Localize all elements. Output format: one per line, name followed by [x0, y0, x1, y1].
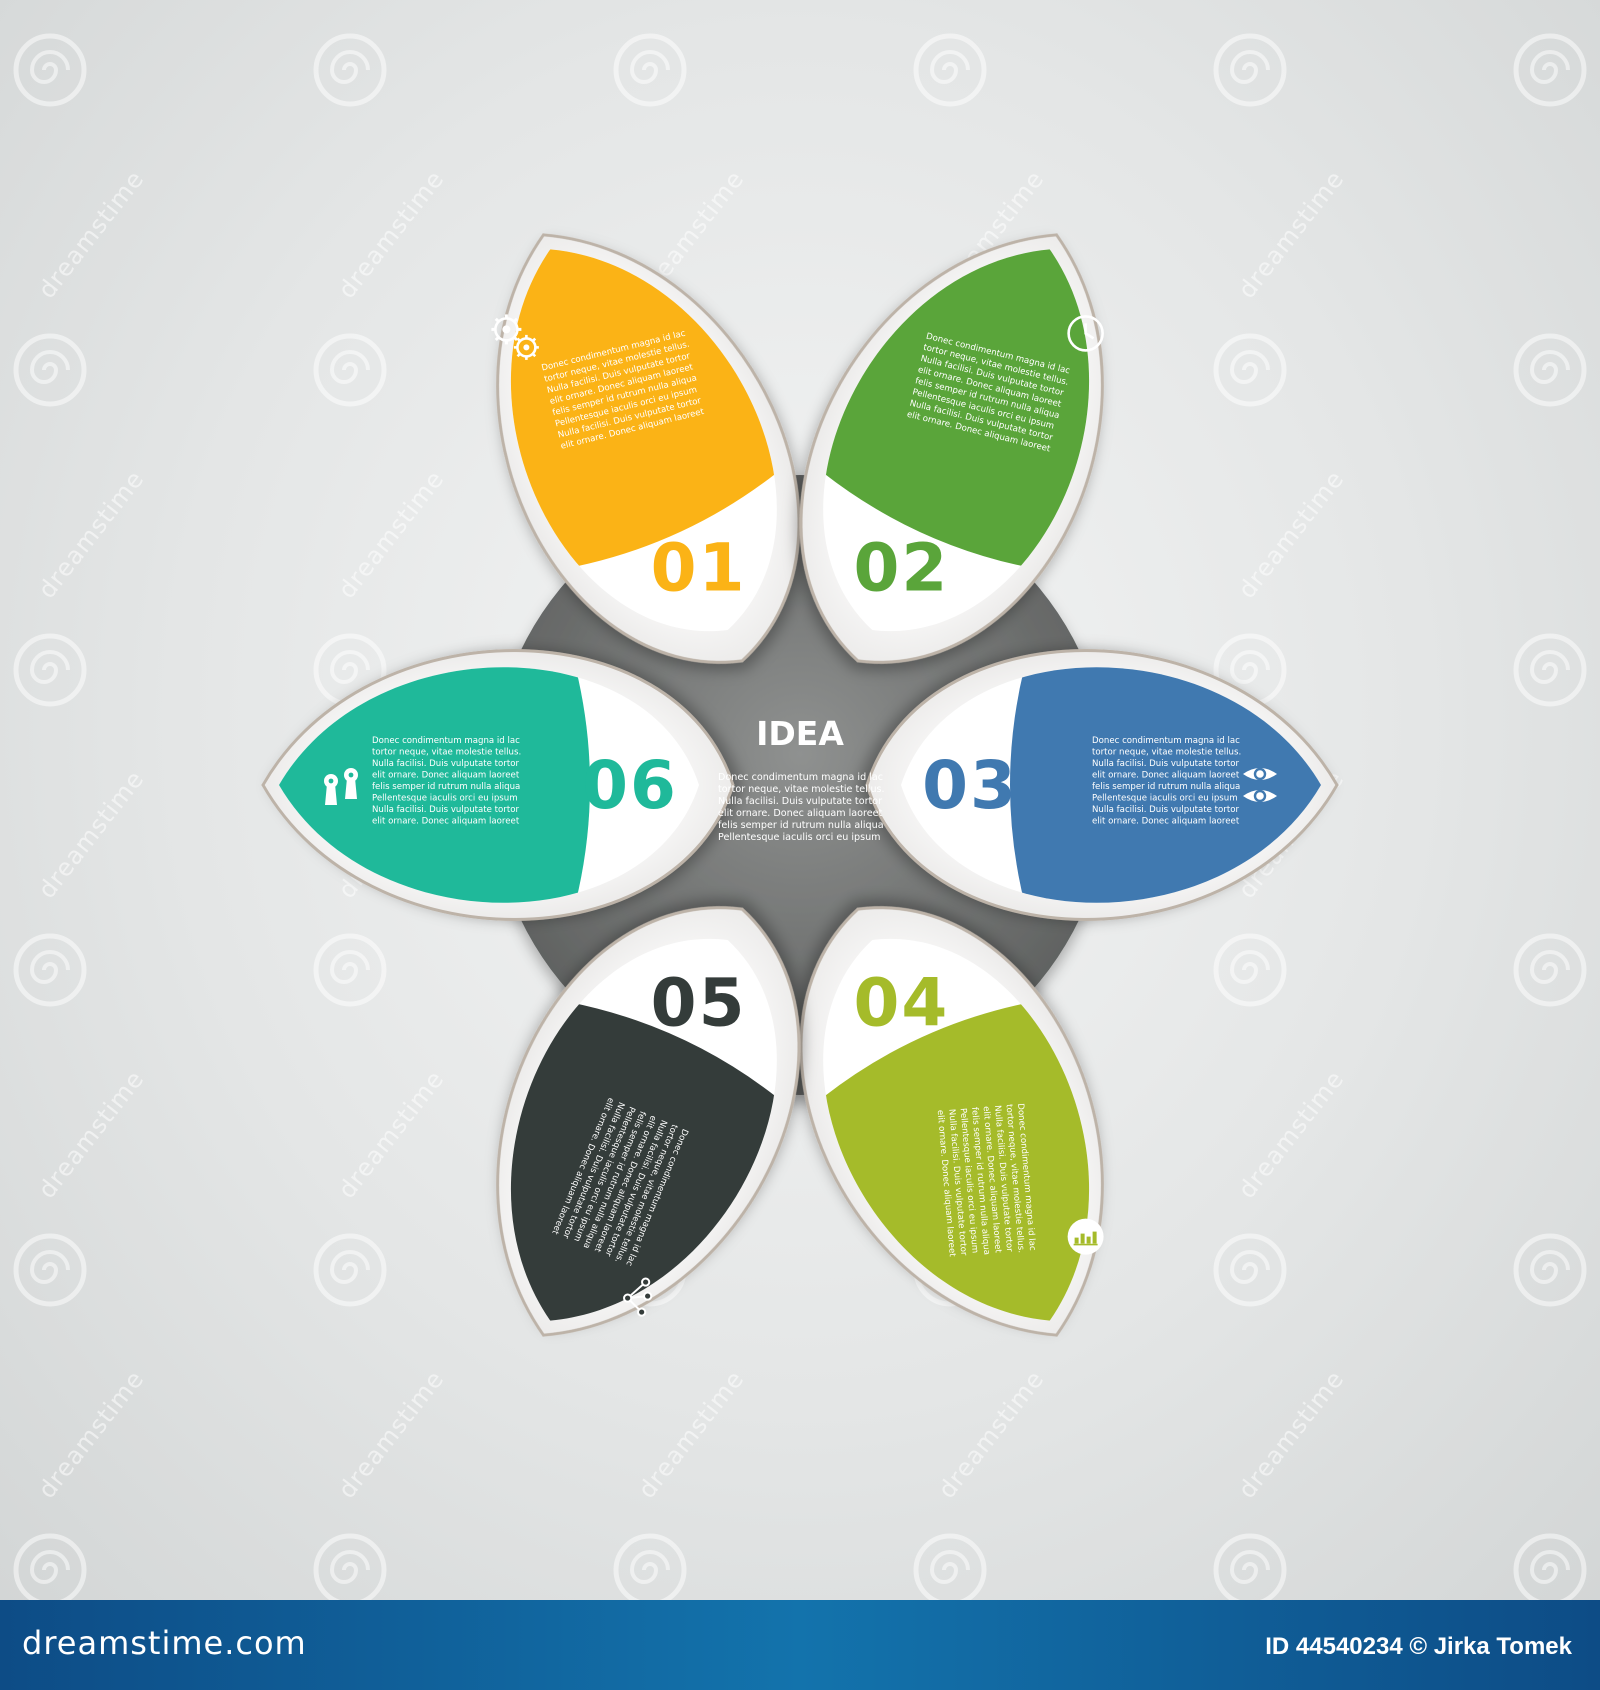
petal-number: 06	[582, 747, 678, 824]
petal-number: 05	[651, 965, 747, 1042]
watermark-spiral-icon	[313, 333, 387, 407]
watermark-spiral-icon	[613, 33, 687, 107]
watermark-spiral-icon	[1213, 1533, 1287, 1600]
petal-text-line: Donec condimentum magna id lac	[372, 736, 520, 746]
watermark-spiral-icon	[1513, 633, 1587, 707]
watermark-spiral-icon	[1513, 333, 1587, 407]
center-text-line: felis semper id rutrum nulla aliqua	[718, 820, 884, 831]
watermark-text: dreamstime	[33, 465, 150, 604]
watermark-spiral-icon	[1213, 933, 1287, 1007]
petal-number: 03	[922, 747, 1018, 824]
footer-bar: dreamstime.com ID 44540234 © Jirka Tomek	[0, 1600, 1600, 1690]
watermark-text: dreamstime	[333, 1365, 450, 1504]
watermark-text: dreamstime	[333, 465, 450, 604]
watermark-text: dreamstime	[1233, 0, 1350, 4]
watermark-spiral-icon	[1513, 1233, 1587, 1307]
bar-chart-icon	[1067, 1218, 1104, 1255]
watermark-text: dreamstime	[33, 165, 150, 304]
watermark-spiral-icon	[13, 1533, 87, 1600]
footer-image-credit: ID 44540234 © Jirka Tomek	[1265, 1633, 1572, 1660]
petal-color-fill	[279, 667, 590, 903]
petal-text-line: elit ornare. Donec aliquam laoreet	[372, 817, 520, 827]
center-title: IDEA	[756, 714, 844, 753]
share-icon	[623, 1277, 653, 1317]
center-text-line: tortor neque, vitae molestie tellus.	[718, 784, 885, 795]
watermark-text: dreamstime	[1233, 1065, 1350, 1204]
watermark-spiral-icon	[13, 1233, 87, 1307]
watermark-spiral-icon	[913, 33, 987, 107]
petal-text-line: elit ornare. Donec aliquam laoreet	[372, 771, 520, 781]
center-text-line: Nulla facilisi. Duis vulputate tortor	[718, 796, 882, 807]
watermark-spiral-icon	[313, 933, 387, 1007]
clock-icon	[1067, 315, 1104, 352]
watermark-spiral-icon	[13, 633, 87, 707]
watermark-text: dreamstime	[333, 165, 450, 304]
watermark-text: dreamstime	[1233, 1365, 1350, 1504]
watermark-spiral-icon	[1213, 333, 1287, 407]
petal-number: 02	[853, 529, 949, 606]
watermark-spiral-icon	[13, 333, 87, 407]
watermark-spiral-icon	[313, 1233, 387, 1307]
watermark-spiral-icon	[913, 1533, 987, 1600]
gears-icon	[491, 314, 539, 360]
watermark-spiral-icon	[1513, 933, 1587, 1007]
petal-text-line: Pellentesque iaculis orci eu ipsum	[372, 794, 518, 804]
watermark-spiral-icon	[1213, 33, 1287, 107]
petal-text-line: Pellentesque iaculis orci eu ipsum	[1092, 794, 1238, 804]
watermark-spiral-icon	[1213, 1233, 1287, 1307]
watermark-text: dreamstime	[633, 0, 750, 4]
petal-number: 01	[651, 529, 747, 606]
petal-text-line: Nulla facilisi. Duis vulputate tortor	[372, 805, 519, 815]
flower-diagram: dreamstime dreamstime dreamstime dreamstime…	[13, 0, 1587, 1600]
watermark-spiral-icon	[313, 1533, 387, 1600]
watermark-text: dreamstime	[1233, 165, 1350, 304]
eyes-icon	[1243, 767, 1277, 803]
watermark-spiral-icon	[1513, 1533, 1587, 1600]
watermark-text: dreamstime	[33, 765, 150, 904]
petal-text-line: elit ornare. Donec aliquam laoreet	[1092, 817, 1240, 827]
petal-body-text: Donec condimentum magna id lac tortor neq…	[372, 736, 521, 827]
petal-text-line: felis semper id rutrum nulla aliqua	[1092, 782, 1240, 792]
watermark-text: dreamstime	[333, 0, 450, 4]
petal-text-line: tortor neque, vitae molestie tellus.	[372, 748, 521, 758]
petal-text-line: elit ornare. Donec aliquam laoreet	[1092, 771, 1240, 781]
watermark-text: dreamstime	[1233, 465, 1350, 604]
center-text-line: Donec condimentum magna id lac	[718, 772, 883, 783]
infographic-canvas: dreamstime dreamstime dreamstime dreamstime…	[0, 0, 1600, 1600]
petal-body-text: Donec condimentum magna id lac tortor neq…	[1092, 736, 1241, 827]
footer-site-logo[interactable]: dreamstime.com	[22, 1624, 307, 1662]
center-text-line: elit ornare. Donec aliquam laoreet	[718, 808, 883, 819]
petal-03: 03 Donec condimentum magna id lac tortor n…	[865, 649, 1339, 921]
keyholes-icon	[324, 768, 358, 805]
watermark-text: dreamstime	[333, 1065, 450, 1204]
watermark-text: dreamstime	[33, 1365, 150, 1504]
petal-text-line: Nulla facilisi. Duis vulputate tortor	[372, 759, 519, 769]
petal-06: 06 Donec condimentum magna id lac tortor n…	[261, 649, 735, 921]
petal-text-line: Donec condimentum magna id lac	[1092, 736, 1240, 746]
watermark-spiral-icon	[1513, 33, 1587, 107]
watermark-text: dreamstime	[33, 1065, 150, 1204]
watermark-text: dreamstime	[933, 0, 1050, 4]
petal-text-line: Nulla facilisi. Duis vulputate tortor	[1092, 759, 1239, 769]
petal-text-line: tortor neque, vitae molestie tellus.	[1092, 748, 1241, 758]
center-text-line: Pellentesque iaculis orci eu ipsum	[718, 832, 881, 843]
watermark-spiral-icon	[313, 33, 387, 107]
petal-color-fill	[1010, 667, 1321, 903]
watermark-text: dreamstime	[33, 0, 150, 4]
center-body-text: Donec condimentum magna id lac tortor ne…	[718, 772, 885, 843]
petal-text-line: Nulla facilisi. Duis vulputate tortor	[1092, 805, 1239, 815]
watermark-text: dreamstime	[633, 1365, 750, 1504]
watermark-spiral-icon	[13, 33, 87, 107]
center-content: IDEA Donec condimentum magna id lac tort…	[718, 714, 885, 843]
petal-number: 04	[853, 965, 949, 1042]
watermark-spiral-icon	[13, 933, 87, 1007]
watermark-text: dreamstime	[933, 1365, 1050, 1504]
watermark-spiral-icon	[613, 1533, 687, 1600]
petal-text-line: felis semper id rutrum nulla aliqua	[372, 782, 520, 792]
